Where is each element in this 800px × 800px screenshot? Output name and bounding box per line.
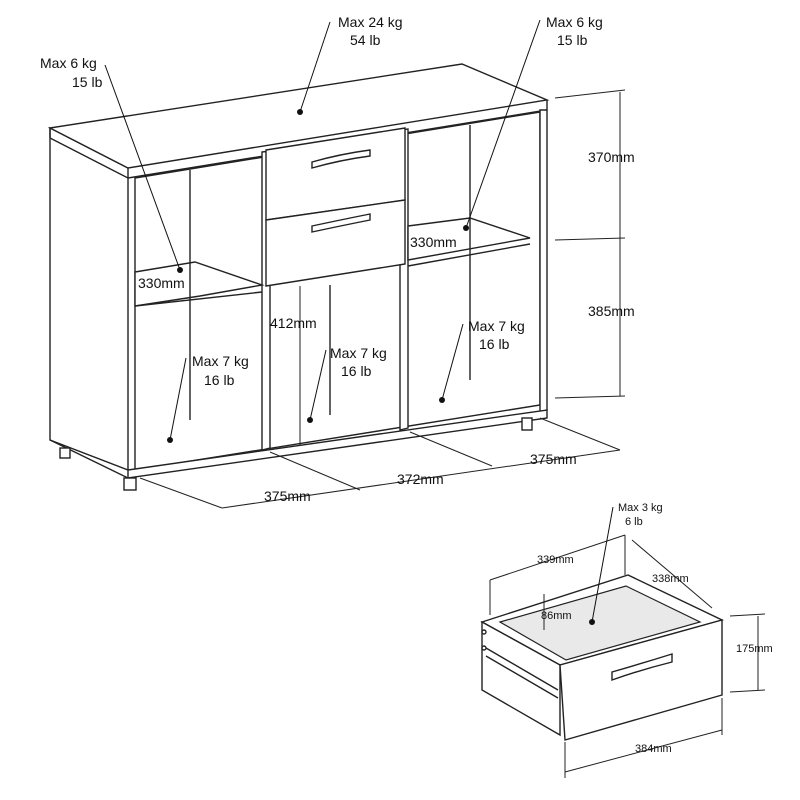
drawer-detail-handle xyxy=(611,653,673,681)
drawer-front-height-label: 175mm xyxy=(736,643,773,655)
left-bottom-load-line2: 16 lb xyxy=(204,372,235,388)
right-shelf-load-line2: 15 lb xyxy=(557,32,588,48)
drawer-drawing xyxy=(480,574,724,741)
right-width-label: 375mm xyxy=(530,451,577,467)
right-shelf xyxy=(407,217,531,261)
cabinet-drawing xyxy=(47,63,550,491)
drawer-dimensions: 339mm 338mm 86mm 175mm 384mm Max 3 kg 6 … xyxy=(489,502,773,778)
back-foot-left xyxy=(59,447,71,459)
lower-height-label: 385mm xyxy=(588,303,635,319)
cabinet-load-labels: Max 24 kg 54 lb Max 6 kg 15 lb Max 6 kg … xyxy=(40,14,603,443)
front-foot-right xyxy=(521,417,533,431)
drawer-depth-label: 338mm xyxy=(652,573,689,585)
drawer-front-width-label: 384mm xyxy=(635,743,672,755)
lower-drawer-front xyxy=(265,199,406,287)
drawer-side-wall xyxy=(481,620,561,737)
drawer-load-line1: Max 3 kg xyxy=(618,502,663,514)
upper-drawer-handle xyxy=(311,149,371,169)
left-bottom-load-line1: Max 7 kg xyxy=(192,353,249,369)
left-shelf-load-line1: Max 6 kg xyxy=(40,55,97,71)
drawer-load-line2: 6 lb xyxy=(625,516,643,528)
right-shelf-depth-label: 330mm xyxy=(410,234,457,250)
right-side-panel xyxy=(539,109,548,413)
drawer-inner-height-label: 86mm xyxy=(541,610,572,622)
drawer-width-label: 339mm xyxy=(537,554,574,566)
cabinet-dimensions: 370mm 385mm 412mm 375mm 372mm 375mm 330m… xyxy=(138,89,635,509)
left-shelf-depth-label: 330mm xyxy=(138,275,185,291)
upper-height-label: 370mm xyxy=(588,149,635,165)
right-shelf-load-line1: Max 6 kg xyxy=(546,14,603,30)
front-foot-left xyxy=(123,477,137,491)
drawer-box-interior xyxy=(498,585,702,661)
left-shelf-load-line2: 15 lb xyxy=(72,74,103,90)
left-shelf xyxy=(134,261,265,307)
right-bottom-load-line2: 16 lb xyxy=(479,336,510,352)
center-bottom-load-line2: 16 lb xyxy=(341,363,372,379)
center-height-label: 412mm xyxy=(270,315,317,331)
center-width-label: 372mm xyxy=(397,471,444,487)
top-load-line2: 54 lb xyxy=(350,32,381,48)
lower-drawer-handle xyxy=(311,213,371,233)
left-width-label: 375mm xyxy=(264,488,311,504)
cabinet-base xyxy=(127,409,548,479)
center-bottom-load-line1: Max 7 kg xyxy=(330,345,387,361)
top-load-line1: Max 24 kg xyxy=(338,14,403,30)
right-bottom-load-line1: Max 7 kg xyxy=(468,318,525,334)
left-side-panel xyxy=(49,126,129,472)
drawer-front-panel xyxy=(559,619,723,741)
